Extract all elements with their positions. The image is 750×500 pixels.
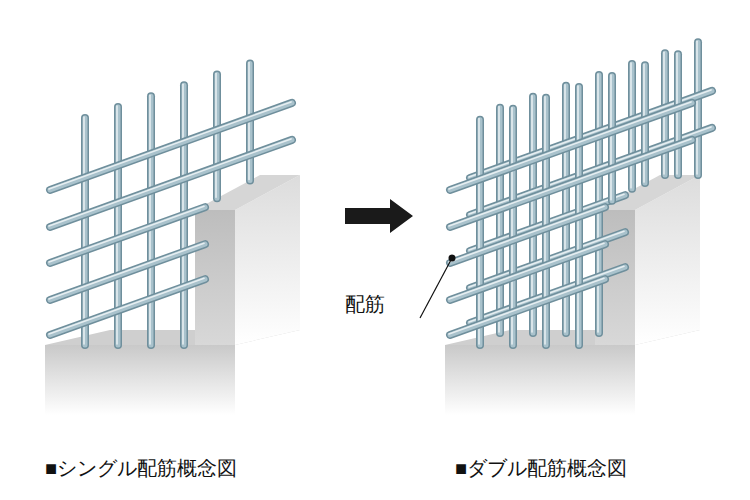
rebar	[499, 107, 500, 333]
concrete-face	[45, 345, 235, 415]
rebar	[449, 139, 692, 227]
rebar	[677, 53, 678, 175]
part-label: 配筋	[345, 292, 385, 316]
figure-caption: ■シングル配筋概念図	[45, 456, 237, 480]
figure-caption: ■ダブル配筋概念図	[455, 456, 627, 480]
rebar	[449, 102, 692, 190]
direction-arrow	[345, 199, 413, 233]
rebar	[449, 278, 605, 335]
rebar	[216, 73, 217, 198]
rebar	[697, 41, 698, 175]
leader-line	[420, 255, 456, 319]
concrete-face	[445, 345, 635, 415]
rebar	[150, 95, 151, 345]
rebar	[611, 75, 612, 201]
rebar	[49, 102, 292, 190]
rebar	[49, 139, 292, 227]
rebar	[84, 117, 85, 345]
rebar	[545, 97, 546, 345]
rebar	[49, 278, 205, 335]
rebar	[479, 119, 480, 345]
